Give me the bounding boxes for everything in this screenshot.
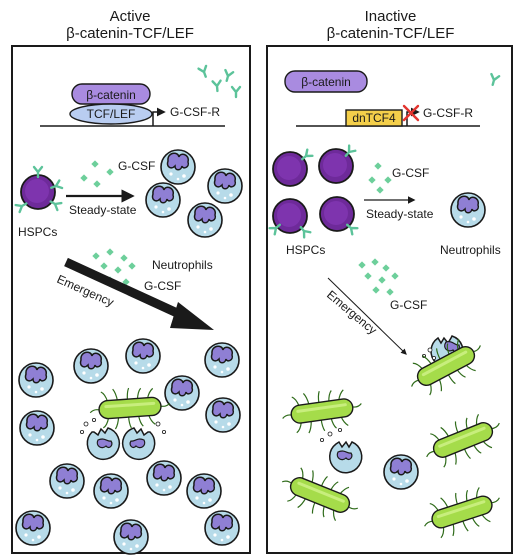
left-neutrophils-top (145, 149, 243, 238)
right-neutrophil-top (450, 192, 486, 228)
left-hspc (14, 165, 64, 214)
right-gcsf-top-label: G-CSF (392, 166, 429, 180)
right-beta-catenin-shape (284, 70, 368, 93)
left-free-receptors (197, 64, 242, 99)
right-emergency-label: Emergency (324, 288, 380, 338)
left-title-line1: Active (109, 8, 151, 25)
right-neutrophils-label: Neutrophils (440, 243, 501, 257)
right-gcsf-top-dots (368, 162, 392, 194)
left-tcf-lef-label: TCF/LEF (87, 107, 136, 121)
right-neutrophil-single (383, 454, 419, 490)
right-block-x (402, 104, 420, 122)
right-gcsf-bottom-dots (358, 258, 399, 296)
left-gcsf-bottom-label: G-CSF (144, 279, 181, 293)
left-steady-state-label: Steady-state (69, 203, 137, 217)
left-beta-catenin-label: β-catenin (86, 88, 136, 102)
left-emergency-arrow (64, 257, 214, 330)
right-beta-catenin-label: β-catenin (301, 75, 351, 89)
left-promoter-arrow (152, 107, 166, 126)
left-ruptured-neutrophils (80, 417, 166, 461)
right-hspcs (268, 144, 359, 239)
left-gene-region: β-catenin TCF/LEF G-CSF-R (40, 83, 225, 127)
right-title-line2: β-catenin-TCF/LEF (326, 25, 455, 42)
right-promoter-arrow (406, 107, 420, 126)
left-hspcs-label: HSPCs (18, 225, 57, 239)
right-hspcs-label: HSPCs (286, 243, 325, 257)
right-title-line1: Inactive (364, 8, 417, 25)
right-dntcf4-label: dnTCF4 (352, 111, 396, 125)
right-panel-box (266, 45, 513, 554)
right-ruptured-neutrophils (319, 335, 464, 474)
right-dntcf4-shape (345, 109, 403, 127)
right-free-receptor (487, 72, 501, 88)
left-neutrophils-label: Neutrophils (152, 258, 213, 272)
left-tcf-lef-shape (69, 103, 153, 125)
right-bacteria (273, 328, 510, 545)
right-emergency-arrow (327, 277, 407, 355)
left-gene-label: G-CSF-R (170, 105, 220, 119)
right-gene-region: β-catenin dnTCF4 G-CSF-R (284, 70, 480, 127)
left-panel-title: Active β-catenin-TCF/LEF (10, 8, 250, 42)
right-panel-title: Inactive β-catenin-TCF/LEF (268, 8, 513, 42)
left-gcsf-top-label: G-CSF (118, 159, 155, 173)
right-steady-state-label: Steady-state (366, 207, 434, 221)
right-gcsf-bottom-label: G-CSF (390, 298, 427, 312)
left-title-line2: β-catenin-TCF/LEF (66, 25, 194, 42)
right-gene-label: G-CSF-R (423, 106, 473, 120)
left-gcsf-top-dots (80, 160, 114, 188)
